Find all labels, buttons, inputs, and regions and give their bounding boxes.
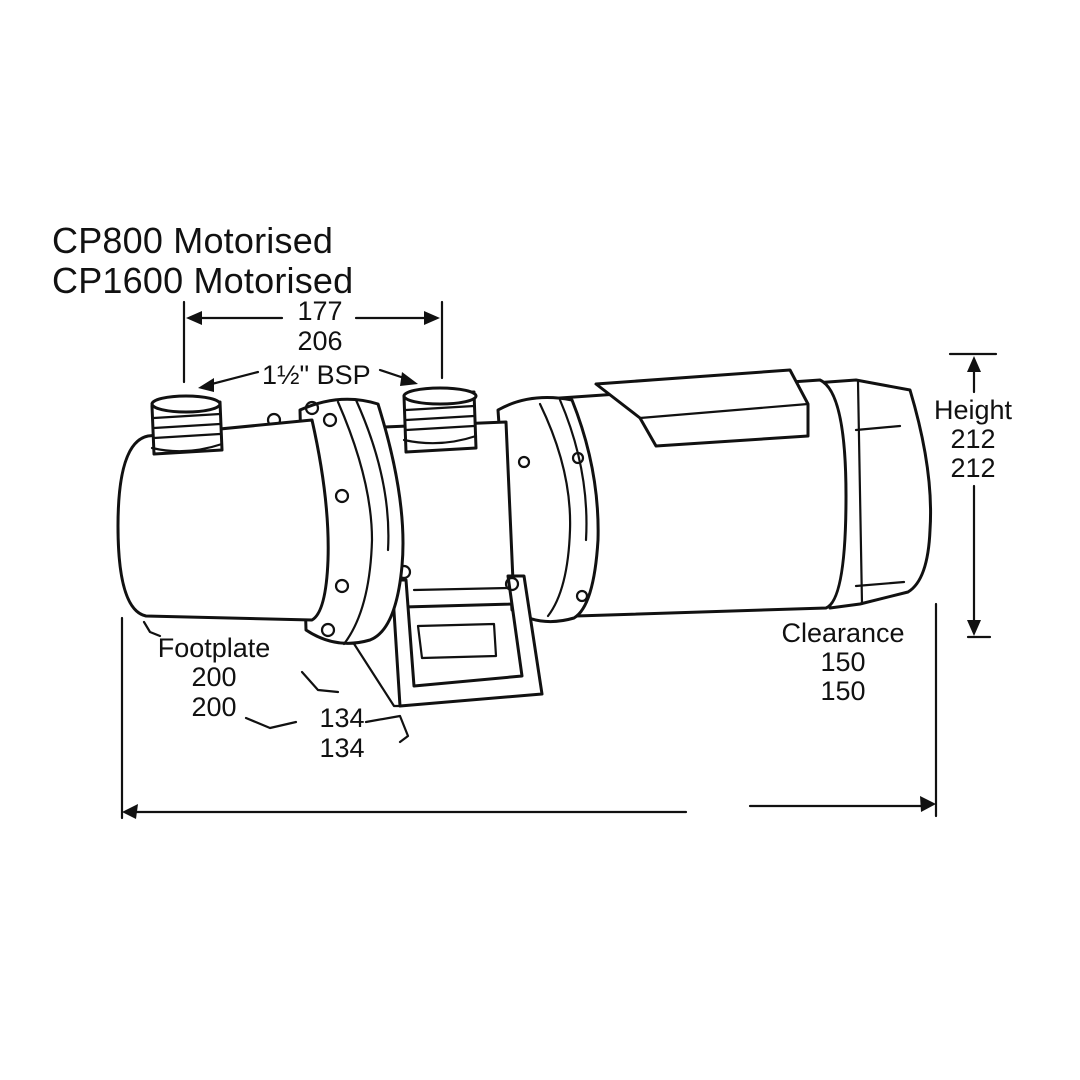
- height-cp1600: 212: [950, 453, 996, 483]
- port-spacing-cp1600: 206: [297, 326, 343, 356]
- overall-length-dimension: [120, 602, 938, 820]
- footplate-cp800: 200: [191, 662, 237, 692]
- clearance-label: Clearance: [781, 618, 905, 648]
- port-spacing-cp800: 177: [297, 296, 343, 326]
- clearance-cp1600: 150: [820, 676, 866, 706]
- height-cp800: 212: [950, 424, 996, 454]
- clearance-cp800: 150: [820, 647, 866, 677]
- port-thread-label: 1½" BSP: [262, 360, 371, 390]
- footplate-label: Footplate: [157, 633, 271, 663]
- height-label: Height: [933, 395, 1013, 425]
- bsp-leaders: [198, 368, 418, 392]
- pump-body: [116, 368, 933, 708]
- foot-width-cp1600: 134: [319, 733, 365, 763]
- foot-width-cp800: 134: [319, 703, 365, 733]
- footplate-leaders: [142, 620, 410, 744]
- model-title-cp800: CP800 Motorised: [52, 220, 334, 261]
- footplate-cp1600: 200: [191, 692, 237, 722]
- height-dimension: [948, 352, 998, 639]
- port-spacing-dimension: [182, 300, 444, 384]
- model-title-cp1600: CP1600 Motorised: [52, 260, 354, 301]
